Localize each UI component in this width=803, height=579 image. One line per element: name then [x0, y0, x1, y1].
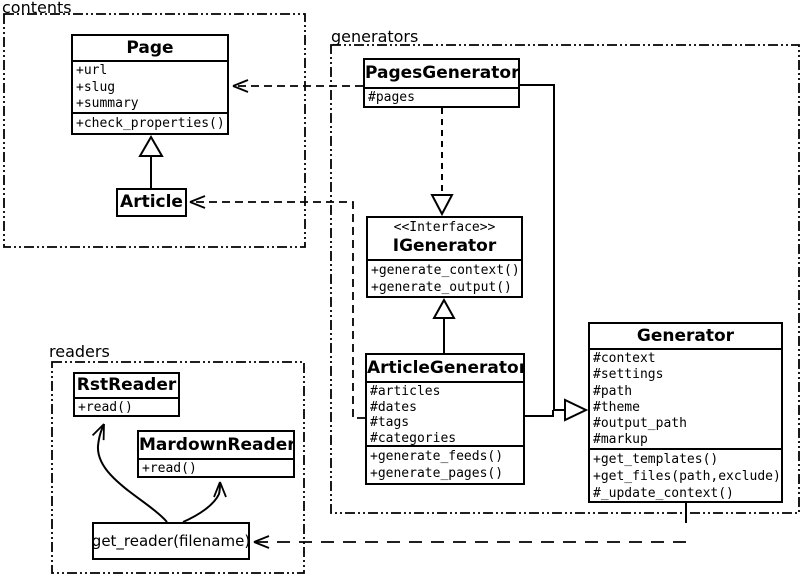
arrow-getreader-rstreader [91, 423, 168, 523]
attribute: #categories [370, 430, 457, 446]
method: +check_properties() [76, 116, 225, 131]
package-generators-border [330, 44, 800, 514]
attributes-compartment: #pages [365, 87, 518, 106]
class-mardown-reader: MardownReader +read() [137, 430, 295, 478]
class-title: MardownReader [139, 435, 293, 455]
method: +generate_feeds() [370, 449, 504, 464]
methods-compartment: +get_templates() +get_files(path,exclude… [590, 448, 781, 501]
method: +read() [142, 461, 197, 476]
attribute: +summary [76, 96, 139, 111]
attribute: #theme [593, 399, 640, 415]
attribute: #output_path [593, 416, 687, 432]
attribute: #settings [593, 367, 664, 383]
attribute: #markup [593, 432, 648, 448]
class-title: Page [126, 38, 174, 58]
methods-compartment: +generate_context() +generate_output() [368, 259, 521, 296]
stereotype: <<Interface>> [393, 220, 496, 235]
attributes-compartment: #context #settings #path #theme #output_… [590, 348, 781, 448]
attribute: #path [593, 383, 633, 399]
class-title: ArticleGenerator [367, 358, 523, 378]
dependency-articlegenerator-article [189, 195, 365, 419]
method: +generate_context() [371, 263, 520, 278]
attributes-compartment: #articles #dates #tags #categories [367, 381, 523, 445]
attribute: #context [593, 351, 656, 366]
generalization-triangle-page [138, 135, 164, 157]
class-title: IGenerator [392, 236, 497, 256]
method: +get_templates() [593, 452, 719, 467]
attribute: #tags [370, 415, 410, 430]
class-rst-reader: RstReader +read() [73, 372, 180, 417]
generalization-triangle-igenerator-bottom [432, 297, 456, 319]
attribute: #articles [370, 384, 441, 399]
method: #_update_context() [593, 486, 734, 501]
methods-compartment: +read() [75, 397, 178, 415]
package-readers-border [51, 361, 305, 574]
attribute: #dates [370, 399, 417, 415]
attribute: +slug [76, 79, 116, 95]
attribute: +url [76, 63, 108, 78]
arrow-getreader-mardownreader [182, 481, 227, 523]
realization-triangle-igenerator-top [430, 194, 454, 217]
class-title: Generator [636, 326, 735, 346]
class-pages-generator: PagesGenerator #pages [363, 58, 520, 108]
class-title: RstReader [76, 375, 177, 395]
method: +read() [78, 400, 133, 415]
package-contents-border [3, 13, 306, 248]
function-get-reader: get_reader(filename) [92, 522, 250, 560]
method: +get_files(path,exclude) [593, 469, 781, 484]
class-generator: Generator #context #settings #path #them… [588, 322, 783, 503]
methods-compartment: +check_properties() [73, 112, 227, 133]
package-label-generators: generators [331, 27, 419, 46]
class-title: PagesGenerator [365, 63, 518, 83]
class-igenerator: <<Interface>> IGenerator +generate_conte… [366, 216, 523, 298]
class-article: Article [116, 188, 187, 217]
attributes-compartment: +url +slug +summary [73, 60, 227, 112]
method: +generate_pages() [370, 466, 504, 481]
methods-compartment: +read() [139, 458, 293, 476]
package-label-readers: readers [49, 342, 110, 361]
title-compartment: <<Interface>> IGenerator [368, 218, 521, 259]
class-article-generator: ArticleGenerator #articles #dates #tags … [365, 353, 525, 485]
methods-compartment: +generate_feeds() +generate_pages() [367, 445, 523, 483]
function-label: get_reader(filename) [91, 532, 251, 550]
generalization-pagesgenerator-generator [520, 84, 564, 411]
generalization-articlegenerator-generator [525, 410, 554, 417]
method: +generate_output() [371, 280, 512, 295]
class-page: Page +url +slug +summary +check_properti… [71, 34, 229, 135]
class-title: Article [120, 192, 183, 212]
package-label-contents: contents [2, 0, 72, 17]
attribute: #pages [368, 90, 415, 105]
generalization-triangle-generator [564, 398, 589, 422]
